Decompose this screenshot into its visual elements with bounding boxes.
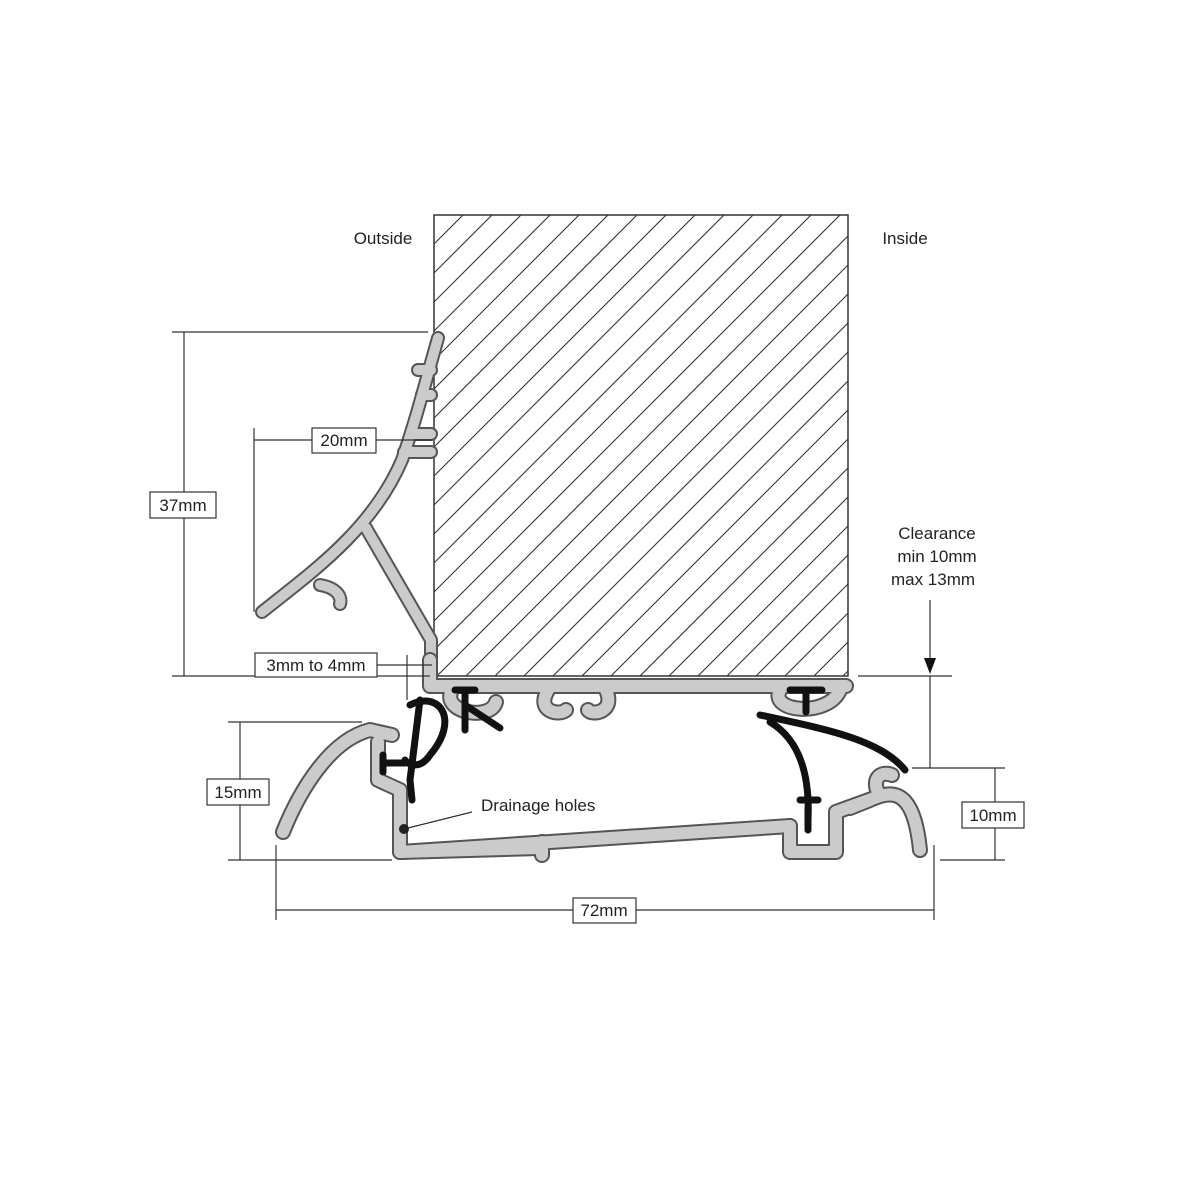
hatch-line — [552, 380, 848, 676]
dimension-72mm: 72mm — [275, 845, 935, 924]
dimension-15mm-label: 15mm — [214, 783, 261, 802]
dimension-gap-label: 3mm to 4mm — [266, 656, 365, 675]
hatch-line — [755, 583, 848, 676]
hatch-line — [434, 215, 812, 593]
hatch-line — [726, 554, 848, 676]
hatch-line — [434, 215, 638, 419]
hatch-line — [581, 409, 848, 676]
hatch-line — [436, 264, 848, 676]
outside-label: Outside — [354, 229, 413, 248]
dimension-10mm: 10mm — [940, 768, 1025, 861]
hatch-line — [813, 641, 848, 676]
weatherbar-profile — [255, 331, 445, 683]
hatch-line — [434, 215, 551, 332]
dimension-20mm-label: 20mm — [320, 431, 367, 450]
hatch-line — [434, 215, 522, 303]
hatch-line — [523, 351, 848, 676]
dimension-37mm-label: 37mm — [159, 496, 206, 515]
dimension-72mm-label: 72mm — [580, 901, 627, 920]
hatch-line — [872, 215, 1200, 676]
hatch-line — [434, 215, 667, 448]
hatch-line — [434, 215, 725, 506]
sill-profile — [275, 722, 928, 863]
clearance-annotation: Clearance min 10mm max 13mm — [858, 524, 1005, 769]
door-hatching — [434, 215, 1200, 676]
hatch-line — [434, 215, 841, 622]
hatch-line — [434, 215, 696, 477]
hatch-line — [434, 235, 848, 651]
hatch-line — [668, 496, 848, 676]
hatch-line — [434, 215, 783, 564]
hatch-line — [434, 215, 609, 390]
door-bottom-channel — [422, 652, 854, 721]
hatch-line — [842, 670, 848, 676]
dimension-20mm: 20mm — [253, 427, 432, 612]
dimension-37mm: 37mm — [149, 331, 430, 677]
drainage-annotation: Drainage holes — [407, 796, 595, 829]
clearance-min-text: min 10mm — [897, 547, 976, 566]
hatch-line — [494, 322, 848, 676]
seals — [379, 686, 909, 834]
dimension-gap: 3mm to 4mm — [254, 652, 432, 700]
hatch-line — [639, 467, 848, 676]
drainage-label: Drainage holes — [481, 796, 595, 815]
hatch-line — [610, 438, 848, 676]
door-leaf — [433, 214, 1200, 677]
dimension-10mm-label: 10mm — [969, 806, 1016, 825]
arrow-down-icon — [924, 658, 936, 674]
clearance-text: Clearance — [898, 524, 976, 543]
drainage-hole — [399, 824, 409, 834]
clearance-max-text: max 13mm — [891, 570, 975, 589]
inside-label: Inside — [882, 229, 927, 248]
dimension-15mm: 15mm — [206, 721, 392, 861]
hatch-line — [434, 215, 464, 245]
hatch-line — [697, 525, 848, 676]
hatch-line — [465, 293, 848, 676]
hatch-line — [434, 215, 754, 535]
hatch-line — [434, 215, 580, 361]
